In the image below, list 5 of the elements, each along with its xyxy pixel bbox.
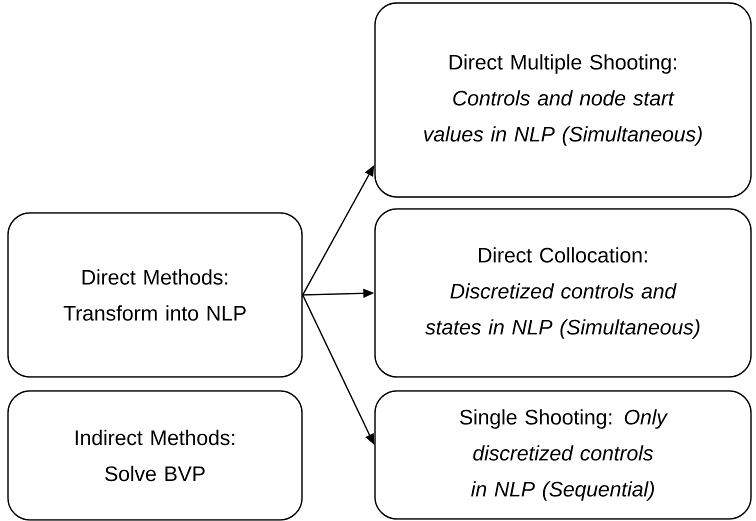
method-box: Single Shooting: Only discretized controls in NLP (Sequential) [374,390,752,520]
method-box: Direct Collocation: Discretized controls and states in NLP (Simultaneous) [374,208,752,378]
method-box: Direct Multiple Shooting: Controls and node start values in NLP (Simultaneous) [374,2,752,198]
method-box: Direct Methods: Transform into NLP [7,212,303,378]
method-box: Indirect Methods: Solve BVP [7,390,303,521]
